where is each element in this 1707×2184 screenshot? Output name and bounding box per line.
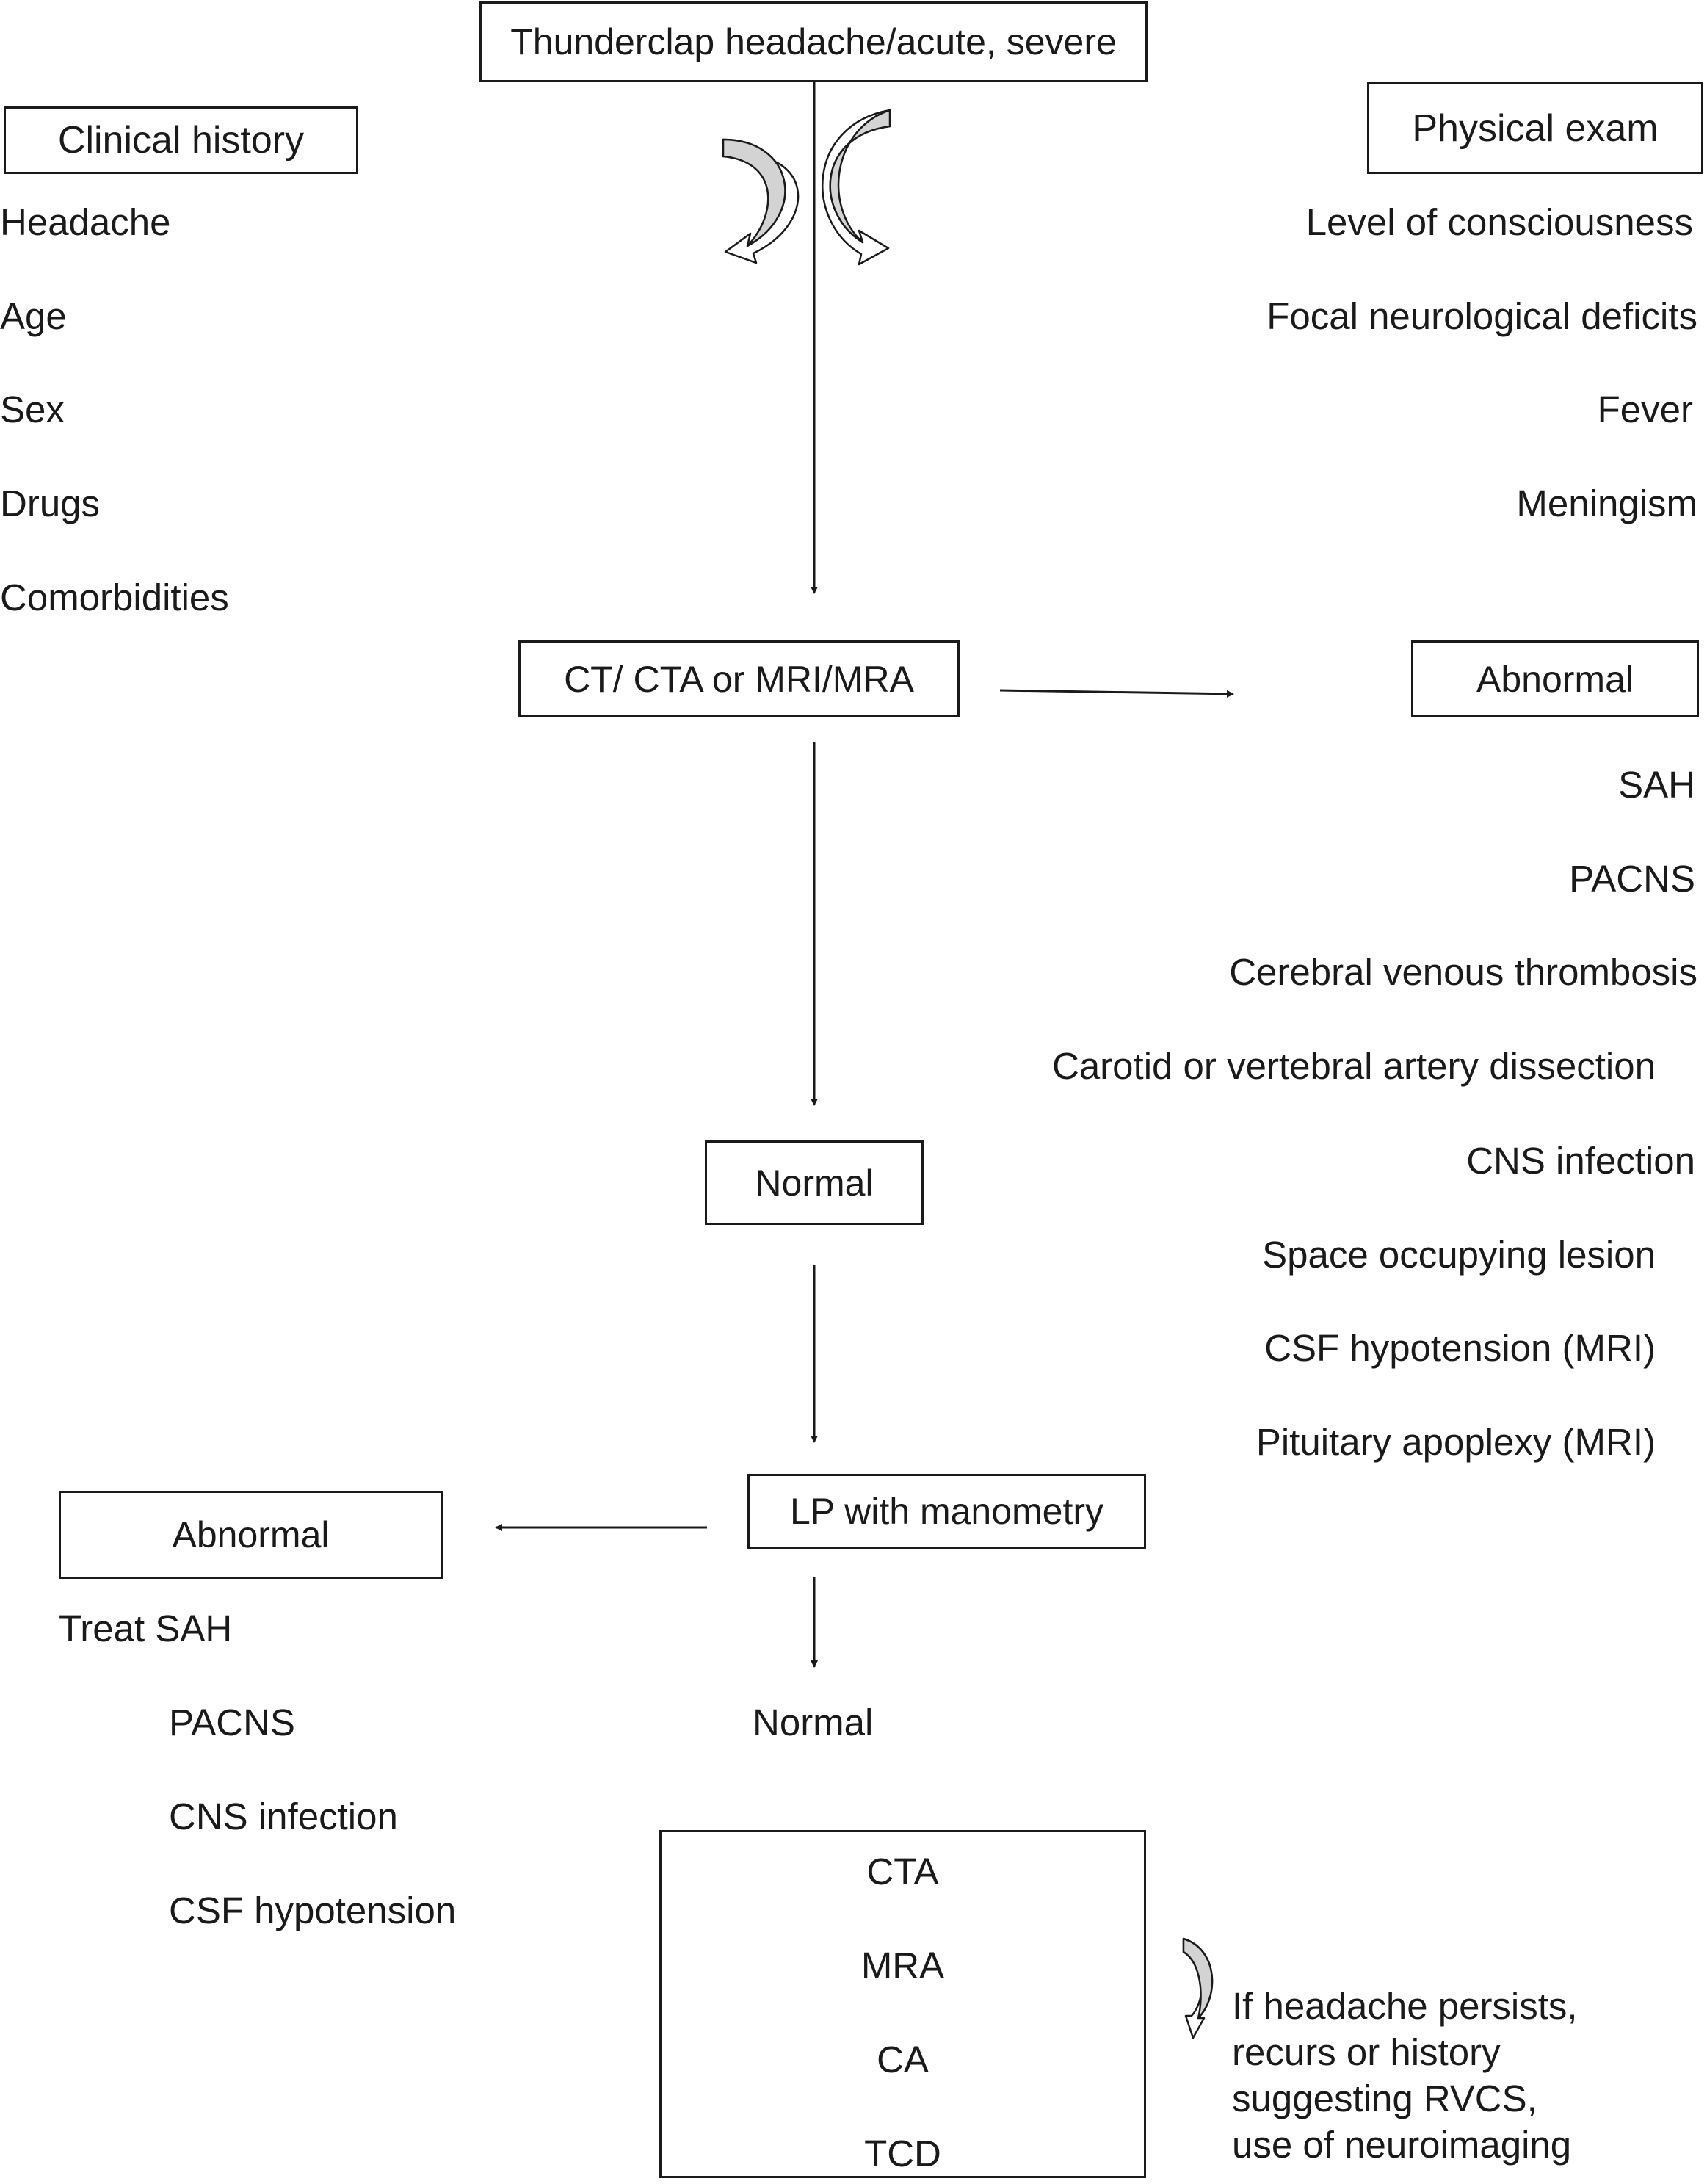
lp-abnormal-item: CSF hypotension	[169, 1890, 457, 1931]
start-node-label: Thunderclap headache/acute, severe	[510, 21, 1117, 62]
imaging-abnormal-item: SAH	[1618, 764, 1695, 806]
lp-abnormal-item: PACNS	[169, 1702, 295, 1743]
further-test-item: CTA	[866, 1851, 939, 1892]
physical-exam-item: Focal neurological deficits	[1266, 295, 1697, 337]
imaging-abnormal-item: CNS infection	[1466, 1140, 1695, 1182]
further-tests-box: CTA MRA CA TCD	[659, 1830, 1146, 2178]
imaging-normal-node: Normal	[705, 1140, 924, 1225]
imaging-abnormal-item: PACNS	[1569, 858, 1695, 900]
persist-note-line: use of neuroimaging	[1232, 2124, 1572, 2166]
physical-exam-item: Fever	[1597, 388, 1693, 430]
imaging-abnormal-title: Abnormal	[1476, 658, 1634, 700]
further-test-item: TCD	[864, 2133, 941, 2174]
imaging-abnormal-item: Cerebral venous thrombosis	[1229, 951, 1697, 993]
lp-abnormal-item: Treat SAH	[59, 1608, 233, 1649]
persist-note-line: If headache persists,	[1232, 1985, 1578, 2027]
start-node: Thunderclap headache/acute, severe	[479, 1, 1148, 82]
imaging-abnormal-item: Pituitary apoplexy (MRI)	[1255, 1421, 1656, 1463]
curved-arrow-right-icon	[822, 109, 891, 266]
imaging-abnormal-item: CSF hypotension (MRI)	[1264, 1327, 1656, 1369]
imaging-node-label: CT/ CTA or MRI/MRA	[564, 658, 914, 700]
curved-arrow-left-icon	[722, 138, 800, 264]
physical-exam-box: Physical exam	[1367, 82, 1703, 174]
imaging-node: CT/ CTA or MRI/MRA	[518, 640, 960, 717]
persist-note: If headache persists, recurs or history …	[1232, 1983, 1578, 2168]
lp-node-label: LP with manometry	[789, 1491, 1104, 1532]
clinical-history-item: Age	[0, 295, 67, 337]
imaging-abnormal-box: Abnormal	[1411, 640, 1699, 717]
clinical-history-item: Drugs	[0, 482, 101, 524]
imaging-abnormal-item: Space occupying lesion	[1262, 1234, 1656, 1276]
physical-exam-item: Meningism	[1516, 482, 1697, 524]
persist-note-line: suggesting RVCS,	[1232, 2078, 1537, 2119]
further-test-item: CA	[877, 2039, 929, 2080]
lp-normal-label: Normal	[753, 1702, 874, 1743]
physical-exam-title: Physical exam	[1412, 106, 1659, 150]
physical-exam-item: Level of consciousness	[1305, 201, 1693, 243]
arrow-imaging-to-abnormal	[999, 689, 1234, 698]
lp-node: LP with manometry	[747, 1474, 1146, 1549]
further-test-item: MRA	[860, 1945, 945, 1986]
imaging-normal-label: Normal	[755, 1162, 874, 1204]
clinical-history-item: Headache	[0, 201, 171, 243]
lp-abnormal-box: Abnormal	[59, 1491, 443, 1579]
imaging-abnormal-item: Carotid or vertebral artery dissection	[1051, 1045, 1656, 1087]
clinical-history-item: Sex	[0, 388, 65, 430]
curved-arrow-small-icon	[1182, 1937, 1214, 2039]
persist-note-line: recurs or history	[1232, 2031, 1501, 2073]
clinical-history-box: Clinical history	[4, 106, 358, 174]
lp-abnormal-title: Abnormal	[172, 1514, 330, 1555]
clinical-history-item: Comorbidities	[0, 576, 229, 618]
clinical-history-title: Clinical history	[57, 119, 305, 162]
lp-abnormal-item: CNS infection	[169, 1796, 398, 1837]
